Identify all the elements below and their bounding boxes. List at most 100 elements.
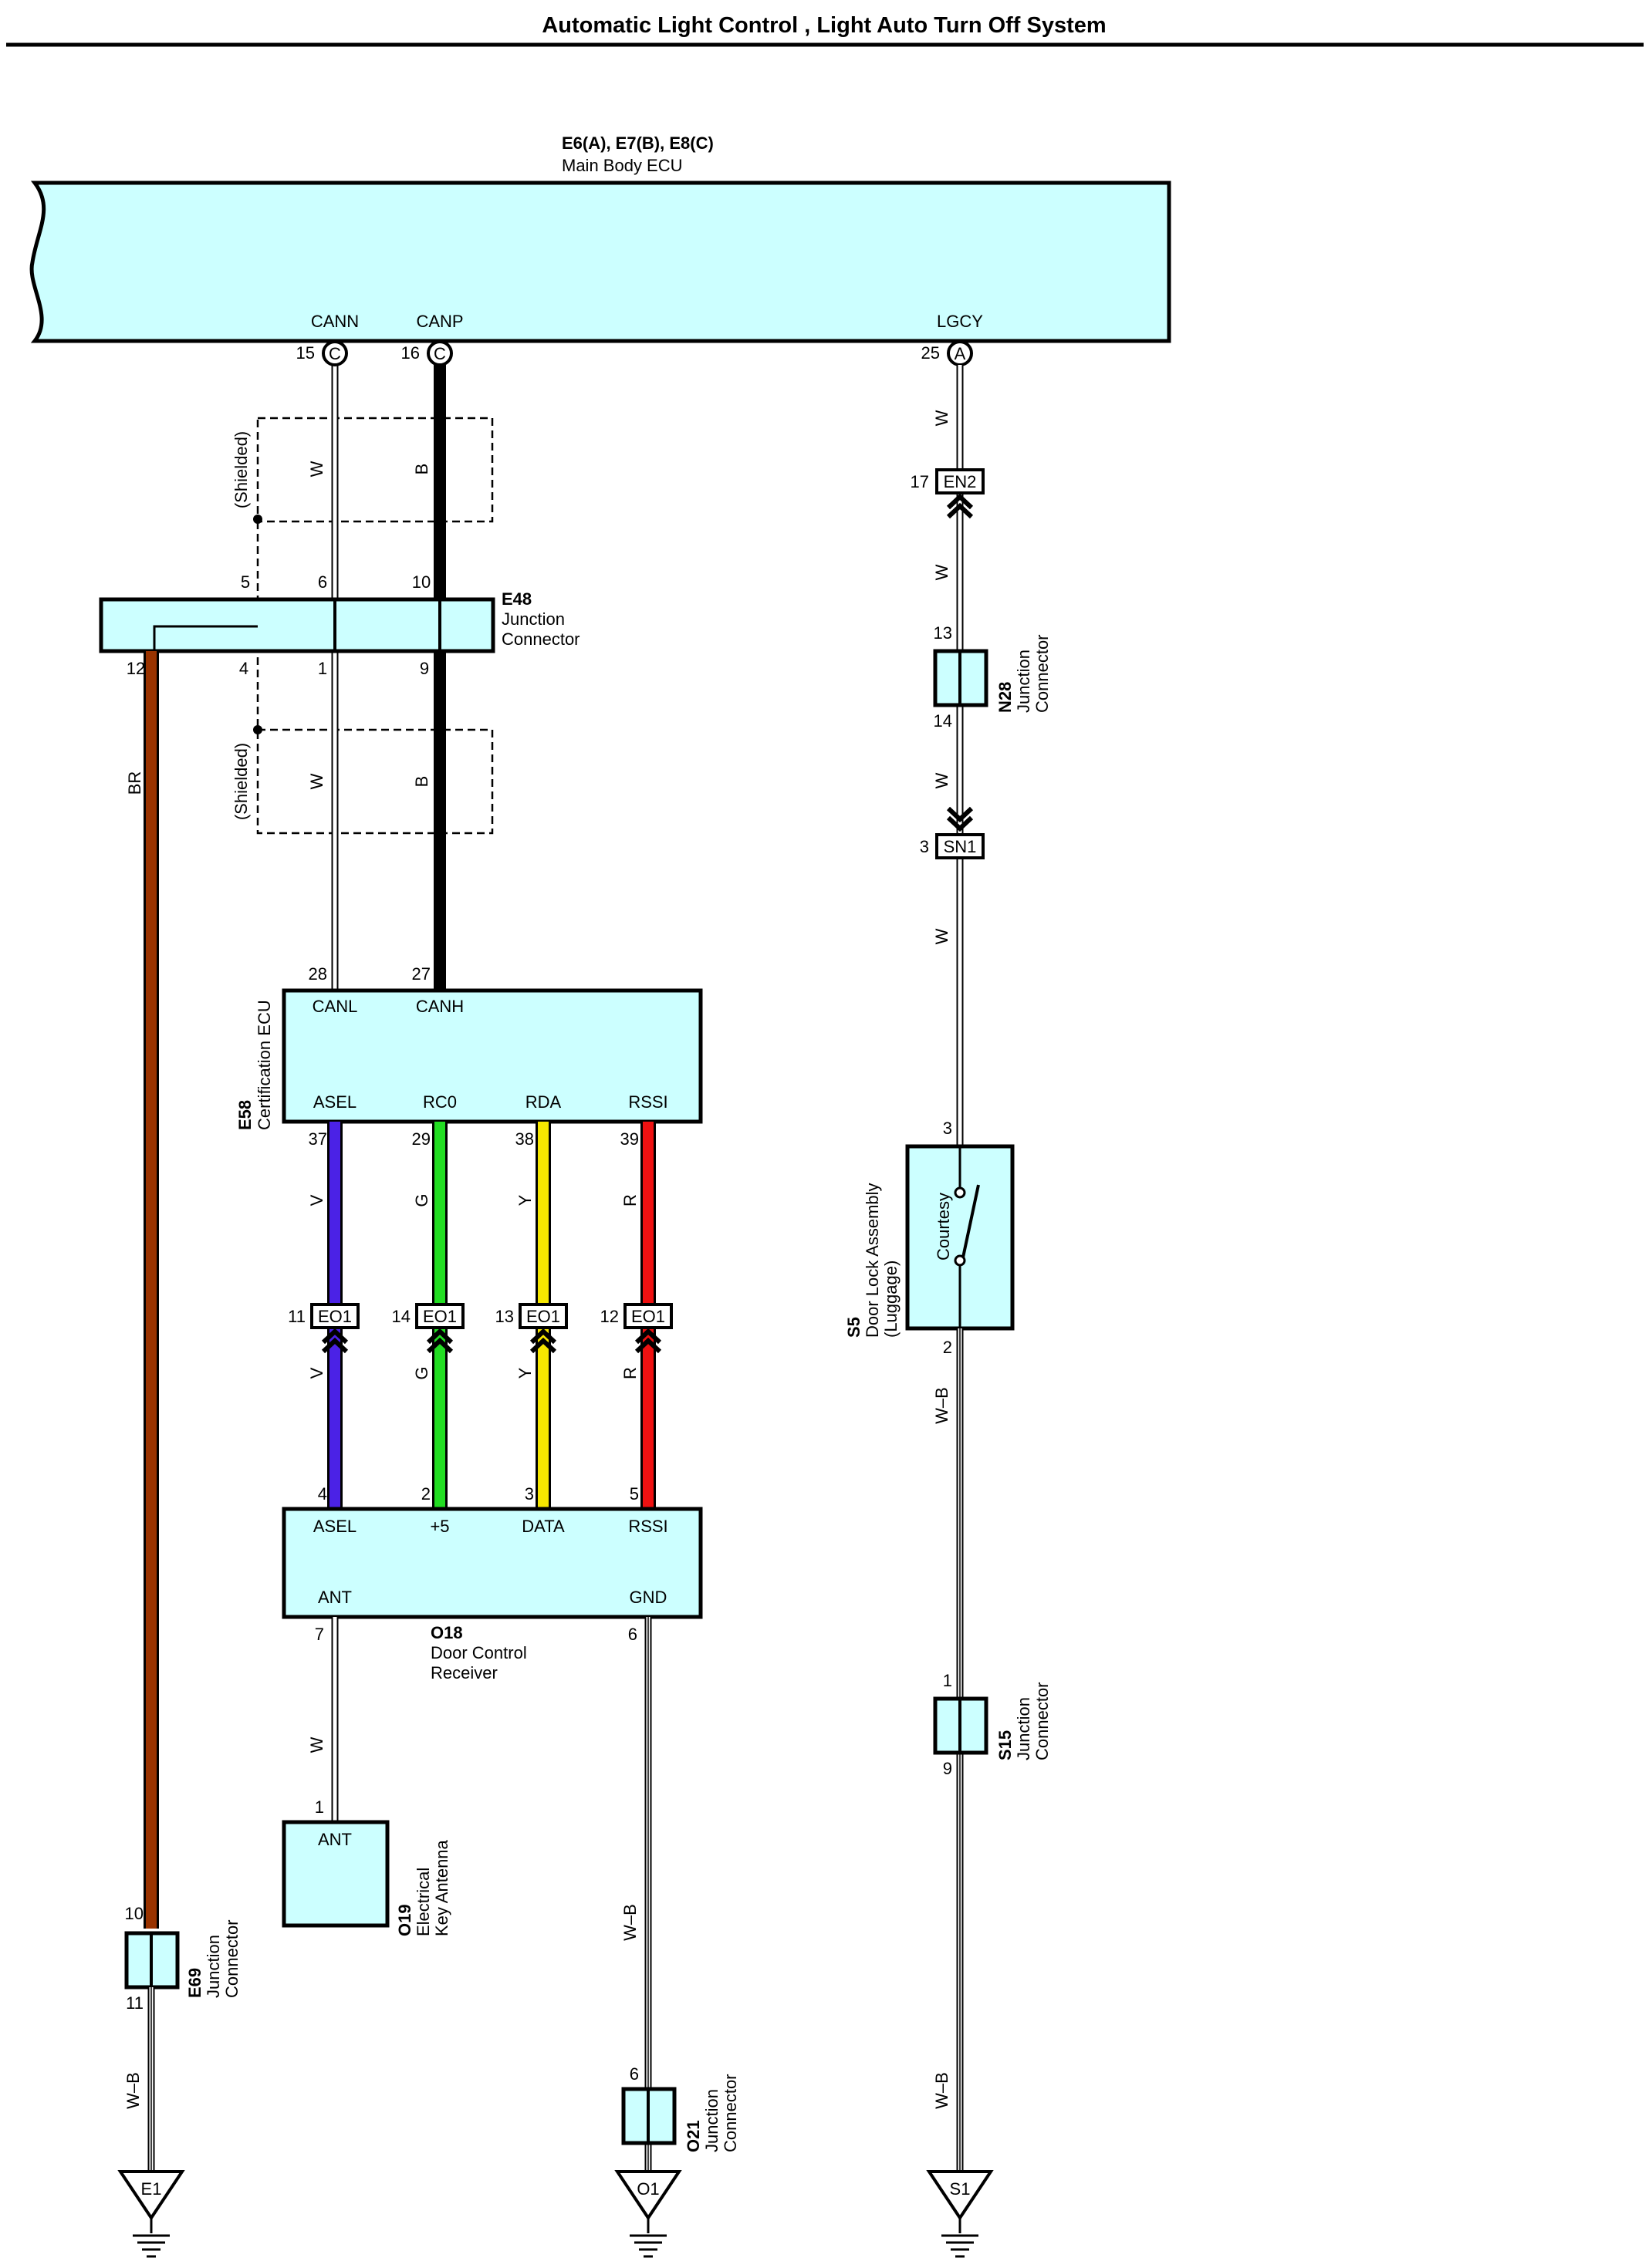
- wire-color-w: W: [932, 410, 951, 426]
- n28-name: Connector: [1032, 634, 1052, 713]
- o19-terminal: ANT: [318, 1830, 352, 1849]
- o19-name: Key Antenna: [432, 1839, 451, 1936]
- o21-code: O21: [684, 2120, 703, 2152]
- terminal-rssi: RSSI: [628, 1092, 667, 1112]
- e48-name: Connector: [502, 629, 580, 649]
- pin-label: 6: [628, 1625, 637, 1644]
- terminal-rda: RDA: [525, 1092, 562, 1112]
- svg-text:EO1: EO1: [423, 1307, 457, 1326]
- wire-color-w: W: [932, 772, 951, 788]
- pin-label: 11: [288, 1307, 306, 1326]
- pin-label: 17: [911, 472, 929, 491]
- terminal-canl: CANL: [313, 997, 358, 1016]
- terminal-lgcy: LGCY: [937, 312, 983, 331]
- o18-name: Door Control: [431, 1643, 527, 1662]
- wire-color-w: W: [307, 461, 326, 477]
- e69-code: E69: [185, 1968, 204, 1998]
- pin-label: 39: [620, 1129, 639, 1149]
- switch-contact: [954, 1186, 966, 1199]
- svg-text:EO1: EO1: [318, 1307, 352, 1326]
- e69-name: Connector: [222, 1919, 242, 1998]
- wire-color-y: Y: [515, 1194, 535, 1206]
- wire-color-r: R: [620, 1367, 640, 1379]
- shield-box-upper: [256, 417, 494, 523]
- pin-label: 2: [943, 1338, 952, 1357]
- pin-label: 14: [392, 1307, 411, 1326]
- pin-label: 3: [525, 1484, 534, 1504]
- terminal-rssi: RSSI: [628, 1517, 667, 1536]
- pin-label: 37: [309, 1129, 327, 1149]
- pin-label: 1: [943, 1671, 952, 1690]
- terminal-canp: CANP: [416, 312, 463, 331]
- terminal-asel: ASEL: [313, 1517, 356, 1536]
- svg-text:EO1: EO1: [526, 1307, 560, 1326]
- ground-o1: O1: [614, 2170, 682, 2258]
- wire-color-g: G: [412, 1366, 431, 1379]
- shield-node: [253, 515, 262, 524]
- svg-text:SN1: SN1: [944, 837, 977, 856]
- n28-name: Junction: [1014, 650, 1033, 713]
- s15-name: Connector: [1032, 1682, 1052, 1760]
- pin-label: 9: [420, 659, 429, 678]
- o18-code: O18: [431, 1623, 463, 1642]
- shield-box-lower: [256, 728, 494, 835]
- pin-label: 1: [318, 659, 327, 678]
- terminal-rc0: RC0: [423, 1092, 457, 1112]
- o21-name: Junction: [702, 2089, 721, 2152]
- pin-label: 13: [934, 623, 952, 643]
- main-ecu-box: [29, 181, 1171, 343]
- terminal-gnd: GND: [630, 1588, 667, 1607]
- wire-color-w: W: [932, 564, 951, 580]
- e48-code: E48: [502, 589, 532, 609]
- o18-name: Receiver: [431, 1663, 498, 1682]
- wire-color-br: BR: [125, 771, 144, 795]
- wire-color-b: B: [412, 776, 431, 788]
- ground-e1: E1: [117, 2170, 185, 2258]
- svg-text:S1: S1: [950, 2179, 971, 2199]
- s5-switch-label: Courtesy: [934, 1193, 953, 1261]
- switch-lever: [961, 1184, 980, 1258]
- pin-label: 29: [412, 1129, 431, 1149]
- inline-connector-eo1: EO1: [623, 1303, 673, 1352]
- terminal-ant: ANT: [318, 1588, 352, 1607]
- inline-connector-sn1: SN1: [935, 808, 985, 859]
- pin-label: 27: [412, 964, 431, 984]
- svg-text:EO1: EO1: [631, 1307, 665, 1326]
- connector-a-letter: A: [955, 344, 966, 363]
- svg-text:E1: E1: [141, 2179, 162, 2199]
- pin-label: 4: [239, 659, 248, 678]
- pin-label: 6: [318, 572, 327, 592]
- pin-label: 28: [309, 964, 327, 984]
- pin-label: 10: [125, 1904, 144, 1923]
- terminal-asel: ASEL: [313, 1092, 356, 1112]
- inline-connector-eo1: EO1: [415, 1303, 465, 1352]
- inline-connector-eo1: EO1: [310, 1303, 360, 1352]
- e69-name: Junction: [204, 1935, 223, 1998]
- o19-electrical-key-antenna: [282, 1820, 390, 1928]
- pin-label: 2: [421, 1484, 431, 1504]
- main-ecu-codes: E6(A), E7(B), E8(C): [562, 133, 714, 153]
- s5-name: Door Lock Assembly: [863, 1183, 882, 1338]
- diagram-title: Automatic Light Control , Light Auto Tur…: [542, 13, 1106, 38]
- s5-name: (Luggage): [881, 1261, 901, 1338]
- wire-color-b: B: [412, 464, 431, 475]
- pin-label: 6: [630, 2064, 639, 2084]
- e48-name: Junction: [502, 609, 565, 629]
- svg-text:EN2: EN2: [944, 472, 977, 491]
- ground-s1: S1: [926, 2170, 994, 2258]
- wire-color-g: G: [412, 1193, 431, 1207]
- wire-color-w: W: [307, 773, 326, 789]
- shielded-label-lower: (Shielded): [231, 743, 251, 820]
- wire-color-y: Y: [515, 1367, 535, 1379]
- wire-color-w: W: [307, 1736, 326, 1753]
- wire-color-w: W: [932, 928, 951, 944]
- wire-color-r: R: [620, 1194, 640, 1207]
- main-ecu-name: Main Body ECU: [562, 156, 683, 175]
- wire-color-v: V: [307, 1367, 326, 1379]
- pin-label: 12: [127, 659, 145, 678]
- wire-color-wb: W–B: [123, 2072, 143, 2109]
- connector-c-letter: C: [329, 344, 341, 363]
- wire-color-wb: W–B: [932, 1387, 951, 1424]
- n28-code: N28: [995, 682, 1015, 713]
